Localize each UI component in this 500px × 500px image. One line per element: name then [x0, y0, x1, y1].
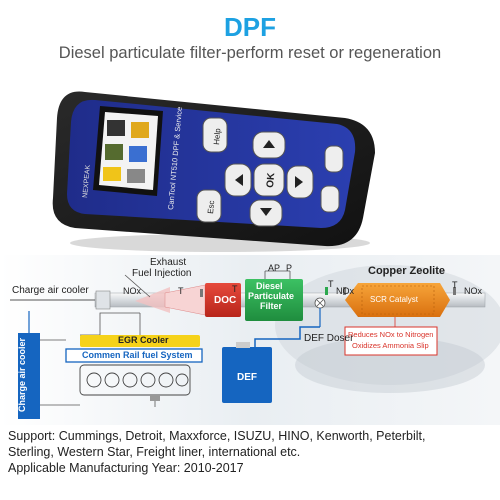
- nox-mid-label: NOx: [336, 286, 354, 296]
- def-tank-label: DEF: [237, 372, 257, 383]
- def-doser-label: DEF Doser: [304, 333, 354, 344]
- doc-block: [205, 283, 241, 317]
- ap-label: AP: [268, 263, 281, 273]
- dpf-label-line2: Particulate: [248, 291, 295, 301]
- support-line-1: Support: Cummings, Detroit, Maxxforce, I…: [8, 429, 426, 443]
- svg-text:OK: OK: [265, 172, 277, 189]
- scr-block: [345, 283, 450, 317]
- reduce-line2: Oxidizes Ammonia Slip: [352, 341, 429, 350]
- rail-block: [65, 348, 203, 363]
- arrow-left-key[interactable]: [224, 163, 252, 197]
- def-tank: [222, 347, 272, 403]
- page-subtitle: Diesel particulate filter-perform reset …: [58, 44, 442, 62]
- svg-text:Help: Help: [212, 127, 222, 145]
- dpf-system-diagram: [0, 255, 500, 425]
- support-text: Support: Cummings, Detroit, Maxxforce, I…: [8, 428, 498, 476]
- egr-cooler-label: EGR Cooler: [118, 335, 169, 345]
- vertical-cooler-label: Charge air cooler: [17, 337, 27, 412]
- nox-right-label: NOx: [464, 286, 482, 296]
- scanner-device: NEXPEAK CanTool NT510 DPF & Service Help…: [52, 91, 375, 252]
- left-arrow-icon: [235, 174, 243, 186]
- help-key[interactable]: Help: [202, 117, 228, 153]
- rail-label: Commen Rail fuel System: [82, 350, 193, 360]
- ok-key[interactable]: OK: [253, 163, 285, 197]
- t-doc-label: T: [232, 284, 238, 294]
- t-mid-label: T: [328, 279, 334, 289]
- support-line-3: Applicable Manufacturing Year: 2010-2017: [8, 461, 244, 475]
- p-label: P: [286, 263, 293, 273]
- arrow-right-key[interactable]: [286, 165, 314, 199]
- esc-key[interactable]: Esc: [196, 189, 222, 223]
- doc-label: DOC: [214, 295, 237, 306]
- charge-air-cooler-label: Charge air cooler: [12, 285, 89, 296]
- arrow-down-key[interactable]: [249, 199, 283, 227]
- exhaust-label: Exhaust: [150, 257, 187, 268]
- device-brand: NEXPEAK: [82, 164, 92, 198]
- copper-zeolite-label: Copper Zeolite: [368, 265, 446, 277]
- up-arrow-icon: [263, 140, 275, 148]
- function-key[interactable]: [324, 145, 344, 173]
- t-left-label: T: [178, 286, 184, 296]
- support-line-2: Sterling, Western Star, Freight liner, i…: [8, 445, 301, 459]
- function-key-2[interactable]: [320, 185, 340, 213]
- nox-left-label: NOx: [123, 286, 141, 296]
- dpf-label-line1: Diesel: [256, 281, 283, 291]
- page-title: DPF: [224, 12, 276, 42]
- engine-cylinders: [79, 364, 191, 396]
- arrow-up-key[interactable]: [252, 131, 286, 159]
- dpf-label-line3: Filter: [260, 301, 283, 311]
- vertical-cooler-block: [18, 333, 40, 419]
- fuel-injection-label: Fuel Injection: [132, 268, 192, 279]
- reduce-line1: Reduces NOx to Nitrogen: [348, 330, 434, 339]
- scr-label: SCR Catalyst: [370, 295, 419, 304]
- down-arrow-icon: [260, 208, 272, 216]
- egr-cooler-block: [80, 335, 200, 347]
- t-right-label: T: [452, 280, 458, 290]
- dpf-block: [245, 279, 303, 321]
- svg-text:Esc: Esc: [206, 200, 216, 214]
- right-arrow-icon: [295, 176, 303, 188]
